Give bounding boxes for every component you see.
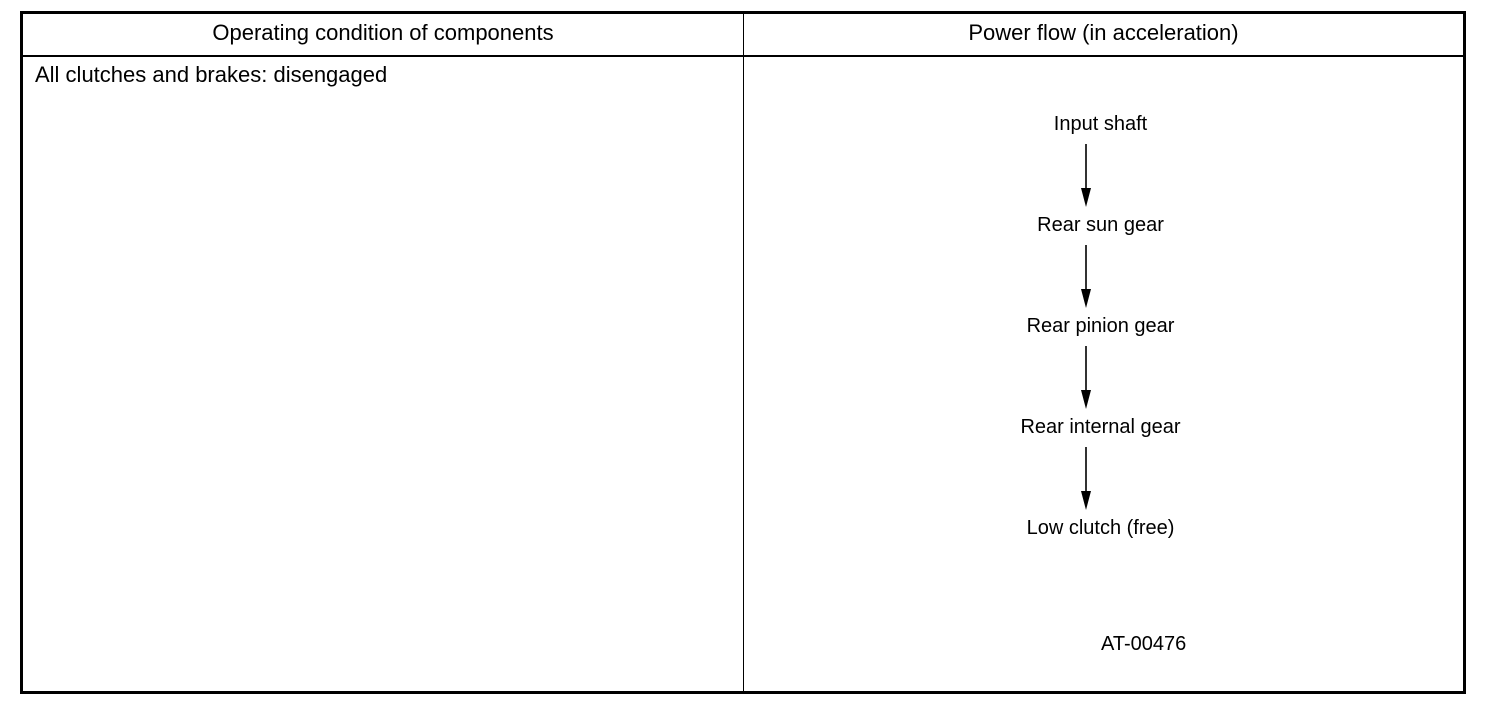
flow-node-rear-pinion-gear: Rear pinion gear (1026, 315, 1175, 337)
header-operating-condition: Operating condition of components (212, 20, 554, 45)
flow-node-rear-sun-gear: Rear sun gear (1037, 214, 1164, 236)
header-power-flow: Power flow (in acceleration) (968, 20, 1239, 45)
flow-arrow-2 (1081, 245, 1091, 308)
flow-arrow-4 (1081, 447, 1091, 510)
operation-table: Operating condition of components Power … (20, 11, 1466, 694)
figure-code: AT-00476 (1101, 633, 1187, 655)
column-divider (743, 14, 744, 691)
flow-arrow-3 (1081, 346, 1091, 409)
flow-arrow-1 (1081, 144, 1091, 207)
flow-node-low-clutch: Low clutch (free) (1026, 517, 1175, 539)
operating-condition-text: All clutches and brakes: disengaged (35, 62, 388, 87)
power-flow-diagram: Input shaft Rear sun gear Rear pinion ge… (744, 57, 1463, 691)
flow-node-input-shaft: Input shaft (1053, 113, 1148, 135)
flow-node-rear-internal-gear: Rear internal gear (1020, 416, 1181, 438)
